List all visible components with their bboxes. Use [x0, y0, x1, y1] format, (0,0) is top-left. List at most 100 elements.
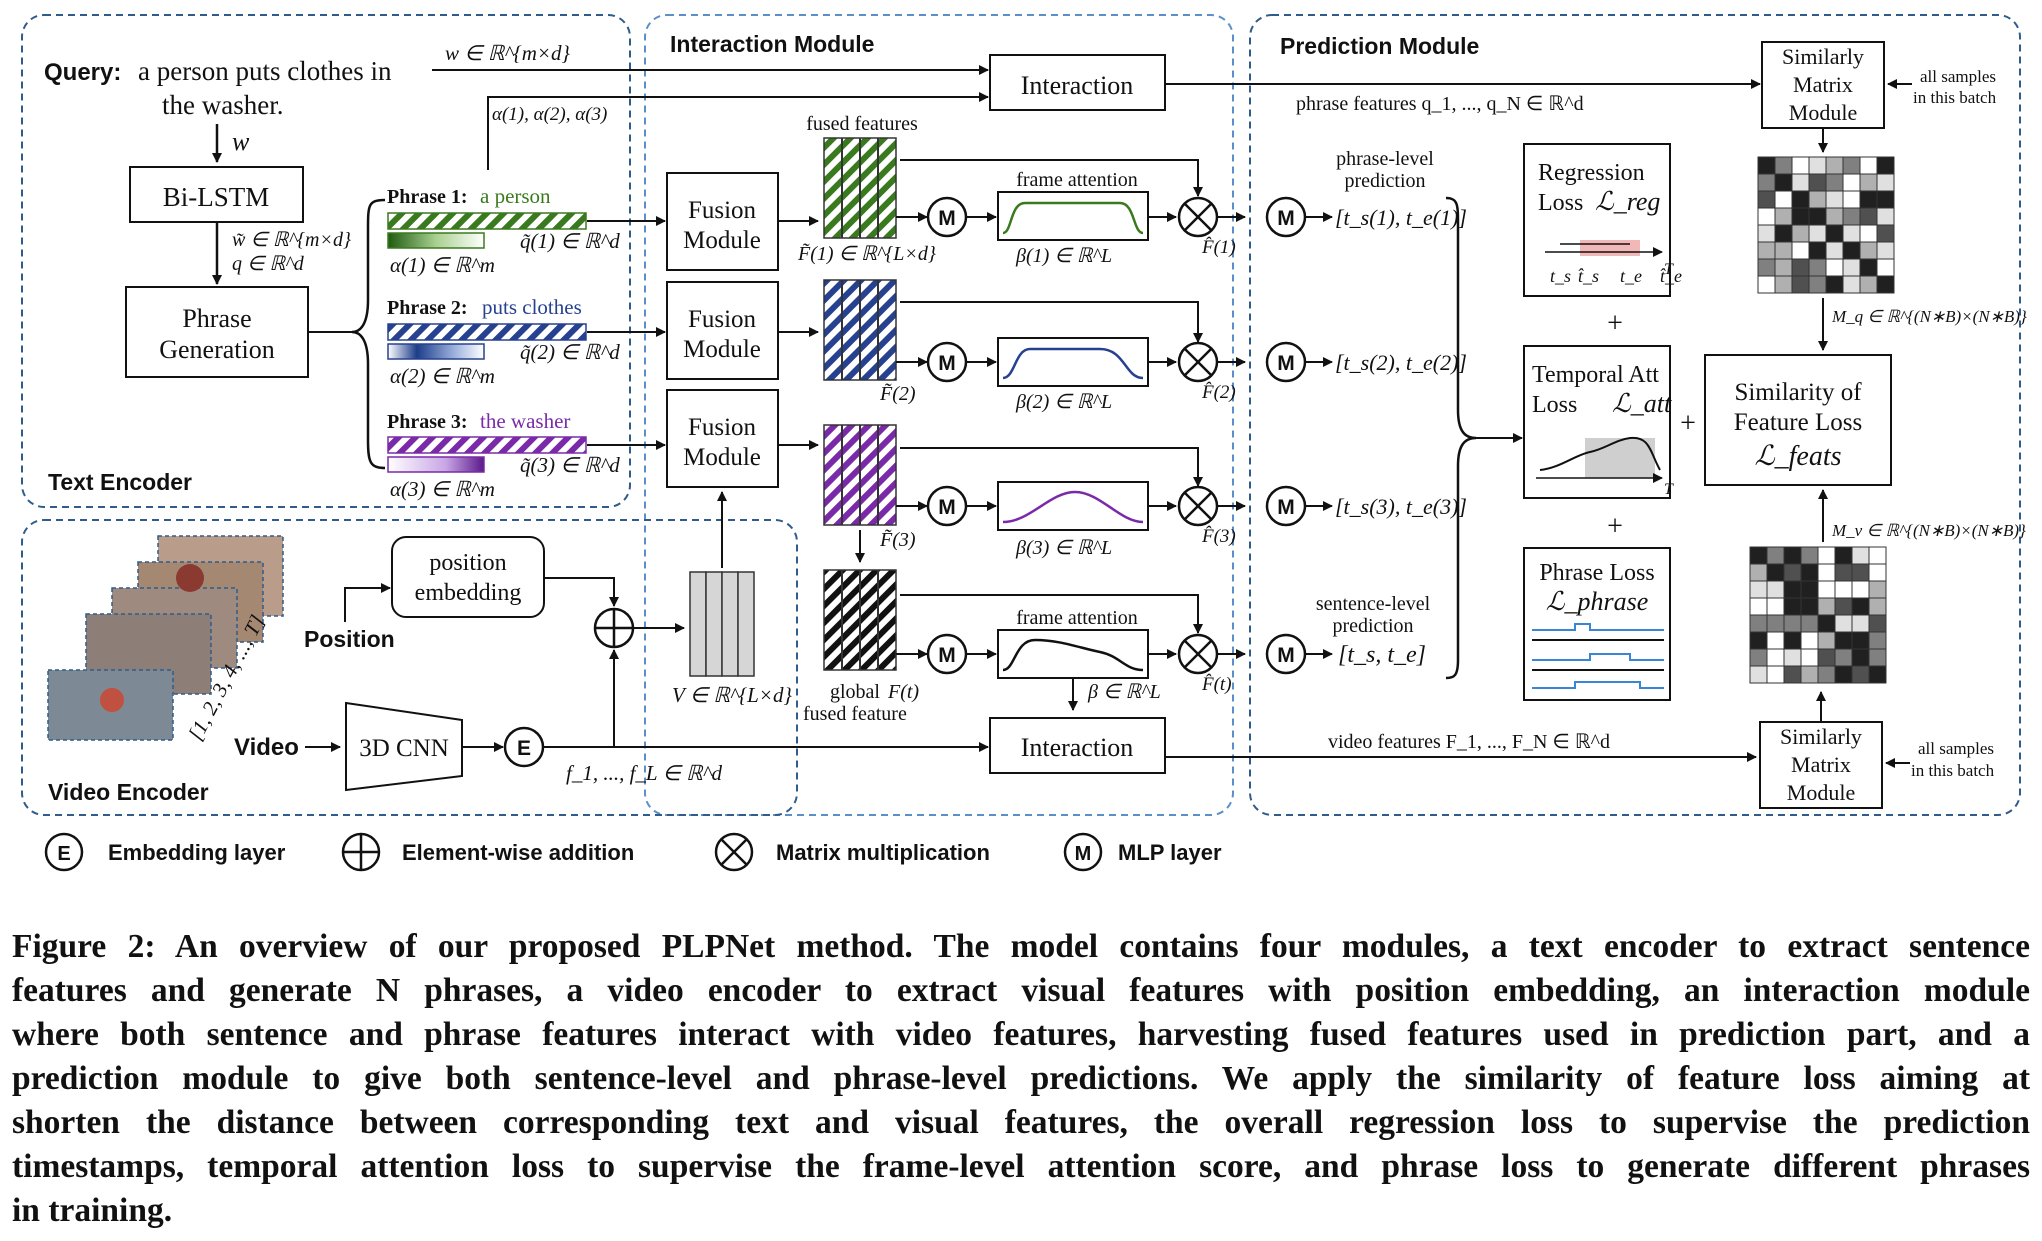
phrase-2-qtilde: q̃(2) ∈ ℝ^d — [520, 340, 620, 364]
fusion-module-3: Fusion Module — [666, 389, 779, 488]
matrix-cell — [1791, 207, 1810, 226]
matrix-cell — [1834, 563, 1853, 582]
matrix-cell — [1859, 241, 1878, 260]
phrase-3-hatched-bar — [387, 436, 587, 454]
query-text-line1: a person puts clothes in — [138, 56, 392, 86]
matrix-cell — [1842, 241, 1861, 260]
matrix-cell — [1868, 665, 1887, 684]
attention-row-2: M — [896, 301, 1246, 387]
frame-attention-label-1: frame attention — [1016, 169, 1138, 191]
interaction-box-top — [989, 54, 1166, 111]
matrix-cell — [1817, 648, 1836, 667]
sim-top-line1: Similarly — [1782, 44, 1864, 69]
phrase-2-label: Phrase 2: — [387, 297, 468, 319]
matrix-cell — [1766, 631, 1785, 650]
pred-3: [t_s(3), t_e(3)] — [1335, 494, 1467, 519]
q-dim: q ∈ ℝ^d — [232, 253, 305, 275]
matrix-cell — [1800, 597, 1819, 616]
plus-3: + — [1680, 408, 1696, 439]
matrix-cell — [1868, 546, 1887, 565]
sim-top-line2: Matrix — [1793, 72, 1853, 97]
matrix-cell — [1842, 207, 1861, 226]
matrix-cell — [1791, 275, 1810, 294]
matrix-cell — [1808, 190, 1827, 209]
legend-embedding-label: Embedding layer — [108, 840, 286, 865]
text-encoder-border — [21, 14, 631, 508]
position-label: Position — [304, 626, 395, 652]
phrase-1-text: a person — [480, 184, 551, 208]
phrase-3-label: Phrase 3: — [387, 411, 468, 433]
matrix-cell — [1817, 563, 1836, 582]
matrix-cell — [1859, 258, 1878, 277]
matrix-cell — [1800, 580, 1819, 599]
feature-stack-1 — [823, 137, 897, 239]
mlp-label: M — [1277, 352, 1295, 375]
matrix-cell — [1791, 173, 1810, 192]
beta-1: β(1) ∈ ℝ^L — [1015, 245, 1112, 267]
fused-features-label: fused features — [806, 113, 918, 135]
matrix-cell — [1757, 241, 1776, 260]
matrix-cell — [1851, 597, 1870, 616]
phrase-1-alpha-bar — [387, 232, 485, 249]
frame-attention-label-global: frame attention — [1016, 607, 1138, 629]
fusion-1-line1: Fusion — [688, 197, 757, 224]
regression-line1: Regression — [1538, 160, 1645, 186]
matrix-cell — [1749, 580, 1768, 599]
mlp-label: M — [1277, 644, 1295, 667]
matrix-cell — [1766, 665, 1785, 684]
matrix-cell — [1766, 546, 1785, 565]
matrix-cell — [1766, 614, 1785, 633]
matrix-cell — [1825, 173, 1844, 192]
phrase-3-alpha: α(3) ∈ ℝ^m — [390, 477, 495, 501]
beta-2: β(2) ∈ ℝ^L — [1015, 391, 1112, 413]
cnn-label: 3D CNN — [359, 735, 449, 762]
video-features-label: video features F_1, ..., F_N ∈ ℝ^d — [1328, 731, 1610, 753]
all-samples-bottom-line2: in this batch — [1911, 761, 1995, 780]
w-symbol: w — [232, 127, 250, 156]
matrix-cell — [1851, 580, 1870, 599]
sentence-level-line1: sentence-level — [1316, 593, 1431, 615]
matrix-cell — [1791, 190, 1810, 209]
fusion-3-line2: Module — [683, 444, 761, 471]
tick-tehat: t̂_e — [1660, 266, 1682, 286]
embedding-symbol: E — [517, 737, 531, 760]
matrix-cell — [1774, 190, 1793, 209]
matrix-cell — [1842, 275, 1861, 294]
matrix-cell — [1859, 156, 1878, 175]
ftilde-3: F̃(3) — [879, 528, 916, 551]
text-encoder-title: Text Encoder — [48, 469, 192, 495]
matrix-cell — [1876, 241, 1895, 260]
matrix-cell — [1825, 258, 1844, 277]
fhat-t: F̂(t) — [1201, 674, 1232, 695]
mlp-label: M — [1277, 207, 1295, 230]
matrix-cell — [1817, 597, 1836, 616]
matrix-cell — [1766, 563, 1785, 582]
matrix-cell — [1876, 156, 1895, 175]
caption-line: features and generate N phrases, a video… — [12, 972, 2030, 1009]
matrix-cell — [1817, 631, 1836, 650]
phrase-3-text: the washer — [480, 409, 570, 433]
sim-matrix-module-bottom: Similarly Matrix Module — [1759, 721, 1883, 809]
matrix-cell — [1766, 597, 1785, 616]
matrix-cell — [1825, 190, 1844, 209]
reg-axis-t: T — [1664, 261, 1674, 278]
phrase-level-line1: phrase-level — [1336, 148, 1434, 170]
sentence-pred: [t_s, t_e] — [1338, 642, 1426, 668]
legend-embedding-icon — [44, 832, 84, 872]
matrix-cell — [1783, 648, 1802, 667]
matrix-cell — [1749, 597, 1768, 616]
matrix-cell — [1817, 614, 1836, 633]
plus-1: + — [1607, 308, 1623, 339]
matrix-cell — [1834, 597, 1853, 616]
query-text-line2: the washer. — [162, 90, 283, 120]
prediction-module-title: Prediction Module — [1280, 33, 1479, 59]
matrix-cell — [1757, 190, 1776, 209]
matrix-cell — [1834, 614, 1853, 633]
caption-line: timestamps, temporal attention loss to s… — [12, 1148, 2030, 1185]
fhat-3: F̂(3) — [1201, 526, 1236, 547]
matrix-cell — [1834, 665, 1853, 684]
matrix-cell — [1749, 631, 1768, 650]
legend: E Embedding layer Element-wise addition … — [44, 832, 1222, 872]
matrix-cell — [1766, 580, 1785, 599]
